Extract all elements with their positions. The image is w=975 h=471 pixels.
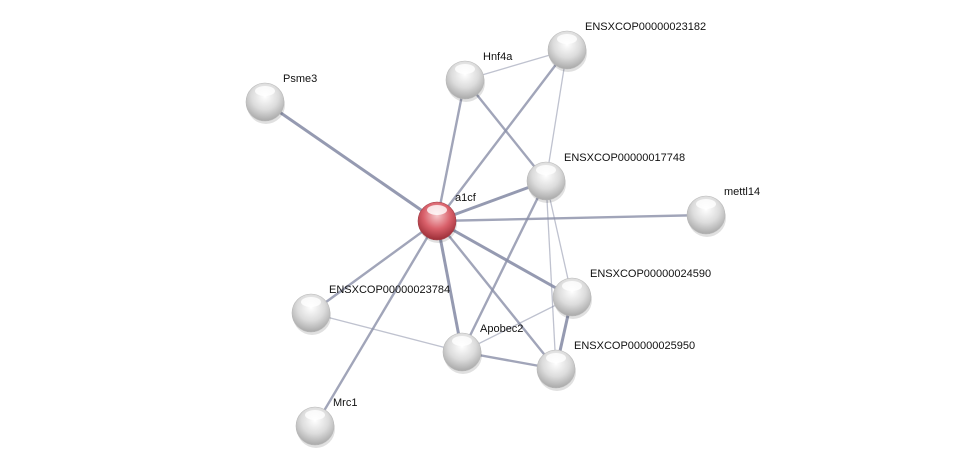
node-a1cf[interactable]: a1cf [417, 192, 477, 243]
node-highlight [427, 205, 447, 215]
node-mrc1[interactable]: Mrc1 [295, 397, 357, 448]
node-label: Mrc1 [333, 397, 357, 409]
edge-a1cf-e17748 [436, 179, 547, 223]
node-label: ENSXCOP00000024590 [590, 268, 711, 280]
edge-e17748-apobec2 [460, 180, 548, 353]
edge-e24590-apobec2 [461, 296, 573, 353]
node-psme3[interactable]: Psme3 [245, 73, 317, 124]
edge-a1cf-e25950 [436, 220, 557, 370]
node-label: ENSXCOP00000023182 [585, 21, 706, 33]
edge-a1cf-e24590 [436, 219, 573, 299]
node-label: ENSXCOP00000025950 [574, 340, 695, 352]
node-apobec2[interactable]: Apobec2 [442, 323, 523, 374]
node-label: Apobec2 [480, 323, 523, 335]
node-mettl14[interactable]: mettl14 [686, 186, 760, 237]
edge-a1cf-mettl14 [436, 213, 707, 223]
node-e17748[interactable]: ENSXCOP00000017748 [526, 152, 685, 203]
node-highlight [455, 64, 475, 74]
edge-a1cf-psme3 [264, 100, 438, 223]
node-label: mettl14 [724, 186, 760, 198]
node-e25950[interactable]: ENSXCOP00000025950 [536, 340, 695, 391]
node-label: Hnf4a [483, 51, 513, 63]
node-highlight [305, 410, 325, 420]
node-highlight [301, 297, 321, 307]
node-highlight [452, 336, 472, 346]
edge-a1cf-hnf4a [435, 79, 467, 222]
edge-e17748-e25950 [545, 180, 557, 370]
edge-e17748-e24590 [545, 180, 573, 298]
edge-a1cf-e23182 [436, 49, 568, 222]
node-highlight [562, 281, 582, 291]
node-label: ENSXCOP00000017748 [564, 152, 685, 164]
edge-e23182-e17748 [545, 49, 568, 182]
edge-a1cf-apobec2 [435, 220, 464, 353]
edge-e23784-apobec2 [310, 312, 463, 353]
edge-hnf4a-e17748 [464, 79, 547, 182]
node-label: a1cf [455, 192, 477, 204]
node-highlight [546, 353, 566, 363]
node-e24590[interactable]: ENSXCOP00000024590 [552, 268, 711, 319]
node-highlight [536, 165, 556, 175]
node-label: Psme3 [283, 73, 317, 85]
edge-a1cf-mrc1 [313, 220, 439, 427]
node-e23784[interactable]: ENSXCOP00000023784 [291, 284, 450, 335]
edge-a1cf-e23784 [310, 220, 438, 314]
node-highlight [255, 86, 275, 96]
node-label: ENSXCOP00000023784 [329, 284, 450, 296]
node-highlight [696, 199, 716, 209]
node-e23182[interactable]: ENSXCOP00000023182 [547, 21, 706, 72]
node-highlight [557, 34, 577, 44]
node-hnf4a[interactable]: Hnf4a [445, 51, 513, 102]
